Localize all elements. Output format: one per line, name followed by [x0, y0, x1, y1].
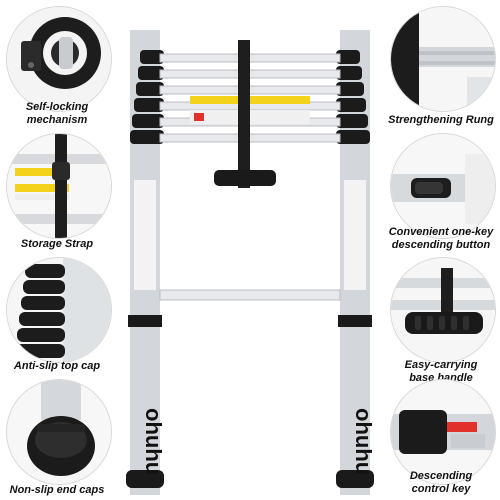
storage-strap-photo	[6, 133, 112, 239]
descending-control-key-photo	[390, 379, 496, 485]
self-locking-mechanism-photo	[6, 6, 112, 112]
telescopic-ladder: ohuhu ohuhu	[110, 30, 390, 495]
storage-strap-caption: Storage Strap	[20, 238, 94, 250]
one-key-button-photo	[390, 133, 496, 239]
self-locking-caption: Self-locking mechanism	[25, 101, 89, 126]
anti-slip-top-cap-caption: Anti-slip top cap	[13, 360, 101, 372]
ohuhu-logo-right: ohuhu	[351, 408, 376, 475]
ohuhu-logo-left: ohuhu	[141, 408, 166, 475]
strengthening-rung-photo	[390, 6, 496, 112]
one-key-button-caption: Convenient one-key descending button	[388, 226, 494, 251]
non-slip-end-caps-photo	[6, 379, 112, 485]
non-slip-end-caps-caption: Non-slip end caps	[9, 484, 105, 496]
descending-control-key-caption: Descending control key	[409, 470, 473, 495]
base-handle-photo	[390, 257, 496, 363]
strengthening-rung-caption: Strengthening Rung	[388, 114, 494, 126]
anti-slip-top-cap-photo	[6, 257, 112, 363]
